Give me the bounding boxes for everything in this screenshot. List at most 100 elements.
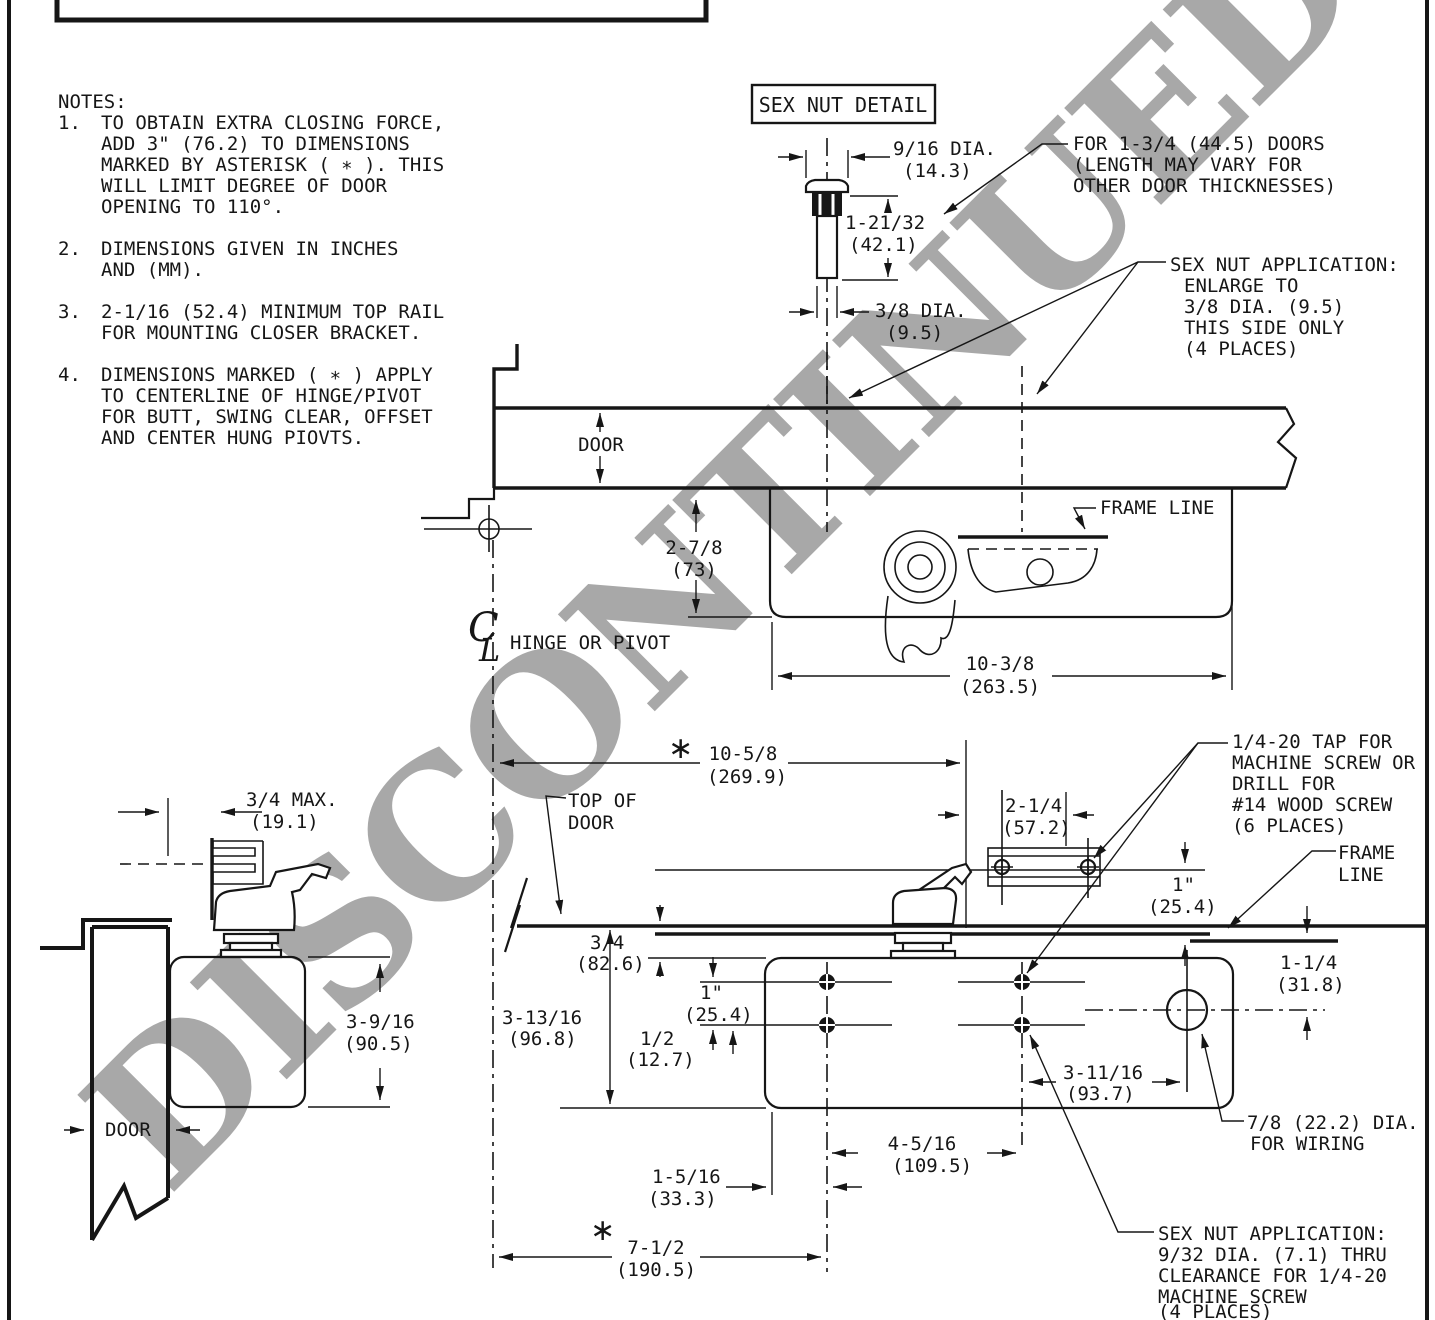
- plan-door-label: DOOR: [578, 434, 624, 456]
- detail-frame-step: [40, 918, 172, 950]
- note-4-num: 4.: [58, 364, 81, 386]
- hinge-pivot-circle: [478, 518, 500, 540]
- tap-note-line-1: 1/4-20 TAP FOR: [1232, 731, 1393, 753]
- dim-712-text: 7-1/2: [627, 1237, 684, 1259]
- dim-712-mm: (190.5): [616, 1259, 696, 1281]
- note-1-line-5: OPENING TO 110°.: [101, 196, 284, 218]
- note-1-line-3: MARKED BY ASTERISK ( ∗ ). THIS: [101, 154, 444, 176]
- dim-1-top-text: 1": [1172, 874, 1195, 896]
- soffit-bracket-plan: [967, 548, 1098, 593]
- dim-1058-mm: (269.9): [707, 766, 787, 788]
- note-4-line-4: AND CENTER HUNG PIOVTS.: [101, 427, 364, 449]
- tap-note-line-2: MACHINE SCREW OR: [1232, 752, 1416, 774]
- note-4-line-1: DIMENSIONS MARKED ( ∗ ) APPLY: [101, 364, 433, 386]
- closer-body-elev: [763, 956, 1235, 1110]
- bolt-head: [804, 178, 850, 194]
- dim-1038-mm: (263.5): [960, 676, 1040, 698]
- bracket-screw-right: [1077, 856, 1099, 878]
- dim-34-text: 3/4: [590, 932, 624, 954]
- note-2-line-2: AND (MM).: [101, 259, 204, 281]
- closer-pinion-1: [893, 931, 953, 945]
- note-1-line-2: ADD 3" (76.2) TO DIMENSIONS: [101, 133, 410, 155]
- dim-34max-text: 3/4 MAX.: [246, 789, 338, 811]
- dim-12-mm: (12.7): [626, 1049, 695, 1071]
- elev-break-mark: [503, 877, 529, 953]
- asterisk-1058: ∗: [668, 731, 693, 766]
- plan-frame-step-bottom: [421, 488, 496, 520]
- detail-arm: [212, 862, 332, 932]
- dim-4516-mm: (109.5): [892, 1155, 972, 1177]
- snab-line-1: SEX NUT APPLICATION:: [1158, 1223, 1387, 1245]
- note-1-num: 1.: [58, 112, 81, 134]
- doors-note-leader: [943, 143, 1068, 215]
- body-screw-3: [1014, 974, 1030, 990]
- snat-line-1: SEX NUT APPLICATION:: [1170, 254, 1399, 276]
- dim-214-mm: (57.2): [1002, 817, 1071, 839]
- body-screw-4: [1014, 1017, 1030, 1033]
- dim-916-dia-mm: (14.3): [903, 160, 972, 182]
- dim-1-mid-text: 1": [700, 982, 723, 1004]
- bolt-collar: [812, 193, 842, 216]
- closer-pinion-2: [901, 941, 945, 953]
- dim-278-mm: (73): [671, 559, 717, 581]
- centerline-symbol-l: L: [478, 631, 500, 669]
- plan-door-break: [1276, 407, 1298, 489]
- plan-frame-line-label: FRAME LINE: [1100, 497, 1214, 519]
- doors-note-line-3: OTHER DOOR THICKNESSES): [1073, 175, 1336, 197]
- hinge-or-pivot-label: HINGE OR PIVOT: [510, 632, 670, 654]
- dim-114-text: 1-1/4: [1280, 952, 1337, 974]
- detail-clip-bracket: [212, 840, 264, 885]
- dim-31316-mm: (96.8): [508, 1028, 577, 1050]
- dim-12132-text: 1-21/32: [845, 212, 925, 234]
- elev-frame-line-label-1: FRAME: [1338, 842, 1395, 864]
- detail-title: SEX NUT DETAIL: [759, 93, 928, 117]
- snab-line-5: (4 PLACES): [1158, 1301, 1272, 1320]
- body-screw-2: [819, 1017, 835, 1033]
- top-of-door-line-1: TOP OF: [568, 790, 637, 812]
- note-2-num: 2.: [58, 238, 81, 260]
- note-2-line-1: DIMENSIONS GIVEN IN INCHES: [101, 238, 398, 260]
- asterisk-712: ∗: [590, 1213, 615, 1248]
- dim-31116-mm: (93.7): [1066, 1083, 1135, 1105]
- note-1-line-4: WILL LIMIT DEGREE OF DOOR: [101, 175, 388, 197]
- elevation-view: ∗ 10-5/8 (269.9) 2-1/4 (57.2) TOP OF DOO…: [499, 731, 1427, 1320]
- note-1-line-1: TO OBTAIN EXTRA CLOSING FORCE,: [101, 112, 444, 134]
- dim-278-text: 2-7/8: [665, 537, 722, 559]
- bracket-screw-left: [991, 856, 1013, 878]
- notes-title: NOTES:: [58, 91, 127, 113]
- tap-note-line-4: #14 WOOD SCREW: [1232, 794, 1393, 816]
- note-3-line-2: FOR MOUNTING CLOSER BRACKET.: [101, 322, 421, 344]
- detail-pinion-1: [222, 932, 280, 945]
- dim-1-mid-mm: (25.4): [684, 1004, 753, 1026]
- dim-38-dia-text: 3/8 DIA.: [875, 300, 967, 322]
- dim-3916-mm: (90.5): [344, 1033, 413, 1055]
- detail-door-label: DOOR: [105, 1119, 151, 1141]
- dim-3916-text: 3-9/16: [346, 1011, 415, 1033]
- spring-curl: [884, 595, 956, 663]
- dim-12132-mm: (42.1): [849, 234, 918, 256]
- closer-body-plan: [768, 489, 1234, 619]
- snat-line-2: ENLARGE TO: [1184, 275, 1298, 297]
- note-4-line-3: FOR BUTT, SWING CLEAR, OFFSET: [101, 406, 433, 428]
- plan-frame-step-top: [492, 344, 519, 408]
- note-3-num: 3.: [58, 301, 81, 323]
- dim-31116-text: 3-11/16: [1063, 1062, 1143, 1084]
- snat-line-3: 3/8 DIA. (9.5): [1184, 296, 1344, 318]
- dim-114-mm: (31.8): [1276, 974, 1345, 996]
- dim-214-text: 2-1/4: [1005, 795, 1062, 817]
- dim-38-dia-mm: (9.5): [886, 322, 943, 344]
- tap-note-line-3: DRILL FOR: [1232, 773, 1336, 795]
- snat-line-5: (4 PLACES): [1184, 338, 1298, 360]
- dim-1058-text: 10-5/8: [709, 743, 778, 765]
- snab-line-3: CLEARANCE FOR 1/4-20: [1158, 1265, 1387, 1287]
- doors-note-line-2: (LENGTH MAY VARY FOR: [1073, 154, 1302, 176]
- sex-nut-detail: SEX NUT DETAIL 9/16 DIA. (14.3) 1-21/32 …: [750, 83, 1336, 408]
- spring-tube-outer: [883, 530, 957, 604]
- dim-4516-text: 4-5/16: [888, 1133, 957, 1155]
- dim-1516-text: 1-5/16: [652, 1166, 721, 1188]
- sex-nut-application-top: SEX NUT APPLICATION: ENLARGE TO 3/8 DIA.…: [848, 254, 1399, 399]
- dim-1038-text: 10-3/8: [966, 653, 1035, 675]
- body-screw-1: [819, 974, 835, 990]
